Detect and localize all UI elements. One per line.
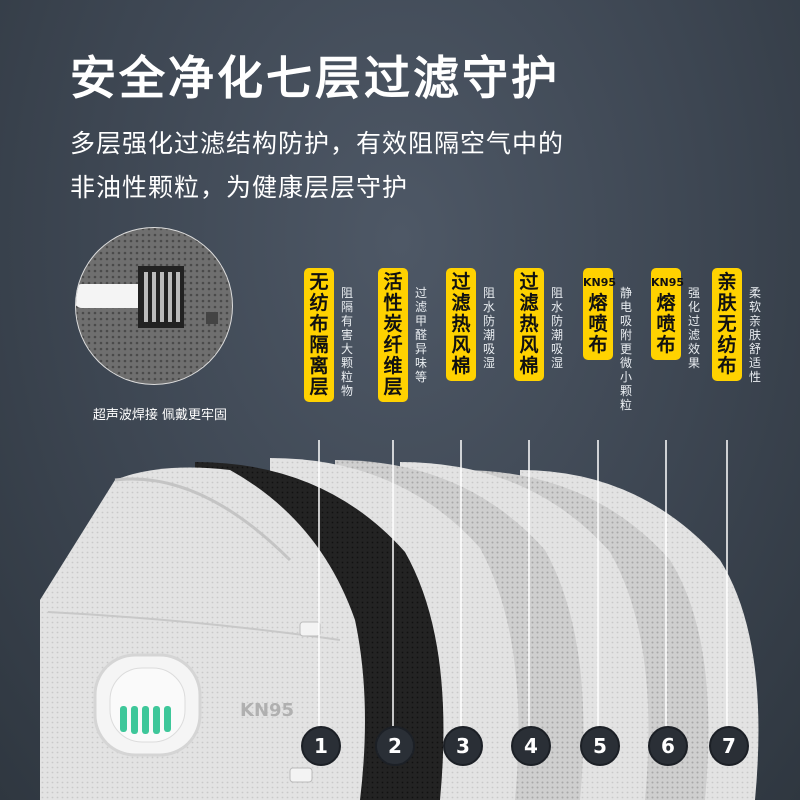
layer-desc: 阻水防潮吸湿	[482, 286, 495, 370]
subtitle-line-2: 非油性颗粒，为健康层层守护	[70, 173, 409, 202]
subtitle-line-1: 多层强化过滤结构防护，有效阻隔空气中的	[70, 129, 565, 158]
layer-number-5: 5	[580, 726, 620, 766]
weld-closeup-image	[74, 226, 234, 386]
layer-label-4: 过滤热风棉 阻水防潮吸湿	[514, 268, 584, 438]
layer-label-2: 活性炭纤维层 过滤甲醛异味等	[378, 268, 448, 438]
layer-desc: 阻隔有害大颗粒物	[340, 286, 353, 398]
layer-label-1: 无纺布隔离层 阻隔有害大颗粒物	[304, 268, 374, 438]
layer-desc: 阻水防潮吸湿	[550, 286, 563, 370]
mask-kn95-print: KN95	[240, 700, 294, 721]
layer-number-3: 3	[443, 726, 483, 766]
layer-desc: 静电吸附更微小颗粒	[619, 286, 632, 412]
layer-name: 亲肤无纺布	[712, 268, 742, 381]
layer-name: 过滤热风棉	[446, 268, 476, 381]
layer-name: 活性炭纤维层	[378, 268, 408, 402]
layer-number-6: 6	[648, 726, 688, 766]
layer-name: 过滤热风棉	[514, 268, 544, 381]
page-title: 安全净化七层过滤守护	[70, 51, 560, 105]
layer-desc: 过滤甲醛异味等	[414, 286, 427, 384]
layer-label-3: 过滤热风棉 阻水防潮吸湿	[446, 268, 516, 438]
valve-icon	[93, 653, 202, 757]
layer-name: 无纺布隔离层	[304, 268, 334, 402]
layer-number-2: 2	[375, 726, 415, 766]
layer-number-1: 1	[301, 726, 341, 766]
layer-number-4: 4	[511, 726, 551, 766]
layer-desc: 强化过滤效果	[687, 286, 700, 370]
layer-label-7: 亲肤无纺布 柔软亲肤舒适性	[712, 268, 782, 438]
weld-caption: 超声波焊接 佩戴更牢固	[92, 408, 228, 423]
layer-number-7: 7	[709, 726, 749, 766]
layer-desc: 柔软亲肤舒适性	[748, 286, 761, 384]
